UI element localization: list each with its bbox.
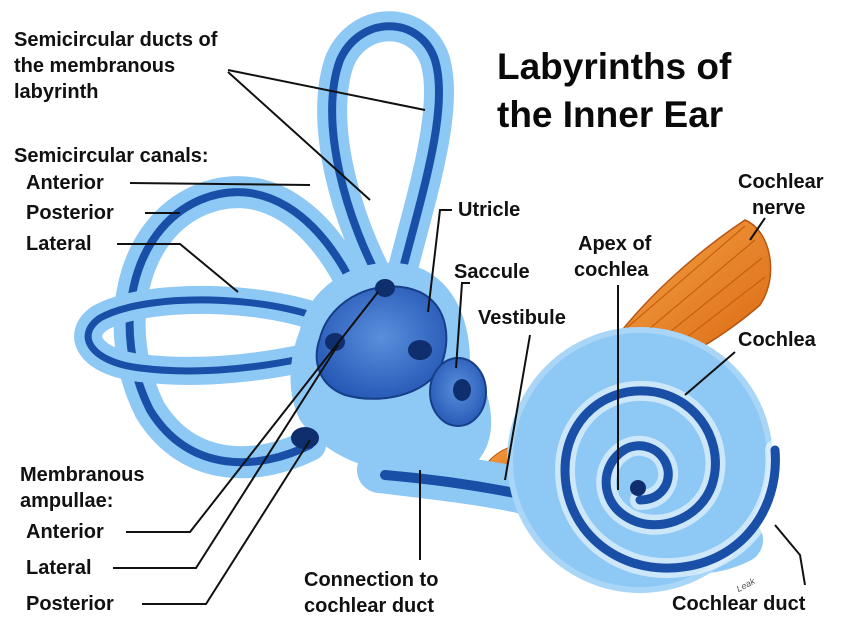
cochlea [510, 330, 775, 590]
leader-canal-anterior [130, 183, 310, 185]
diagram-title-line1: Labyrinths of [497, 44, 731, 90]
label-semicircular-canals: Semicircular canals: [14, 144, 209, 168]
label-apex-2: cochlea [574, 258, 648, 282]
label-cochlear-nerve-2: nerve [752, 196, 805, 220]
diagram-title-line2: the Inner Ear [497, 92, 723, 138]
label-utricle: Utricle [458, 198, 520, 222]
label-semicircular-ducts-2: the membranous [14, 54, 175, 78]
label-vestibule: Vestibule [478, 306, 566, 330]
label-canal-anterior: Anterior [26, 171, 104, 195]
label-ampulla-lateral: Lateral [26, 556, 92, 580]
label-connection-1: Connection to [304, 568, 438, 592]
label-membranous-ampullae-1: Membranous [20, 463, 144, 487]
label-apex-1: Apex of [578, 232, 651, 256]
label-connection-2: cochlear duct [304, 594, 434, 618]
label-ampulla-posterior: Posterior [26, 592, 114, 616]
leader-cochlear-duct [775, 525, 805, 585]
label-cochlea: Cochlea [738, 328, 816, 352]
label-canal-posterior: Posterior [26, 201, 114, 225]
label-cochlear-nerve-1: Cochlear [738, 170, 824, 194]
label-semicircular-ducts-3: labyrinth [14, 80, 98, 104]
label-canal-lateral: Lateral [26, 232, 92, 256]
label-membranous-ampullae-2: ampullae: [20, 489, 113, 513]
label-ampulla-anterior: Anterior [26, 520, 104, 544]
label-semicircular-ducts-1: Semicircular ducts of [14, 28, 217, 52]
label-cochlear-duct: Cochlear duct [672, 592, 805, 616]
label-saccule: Saccule [454, 260, 530, 284]
